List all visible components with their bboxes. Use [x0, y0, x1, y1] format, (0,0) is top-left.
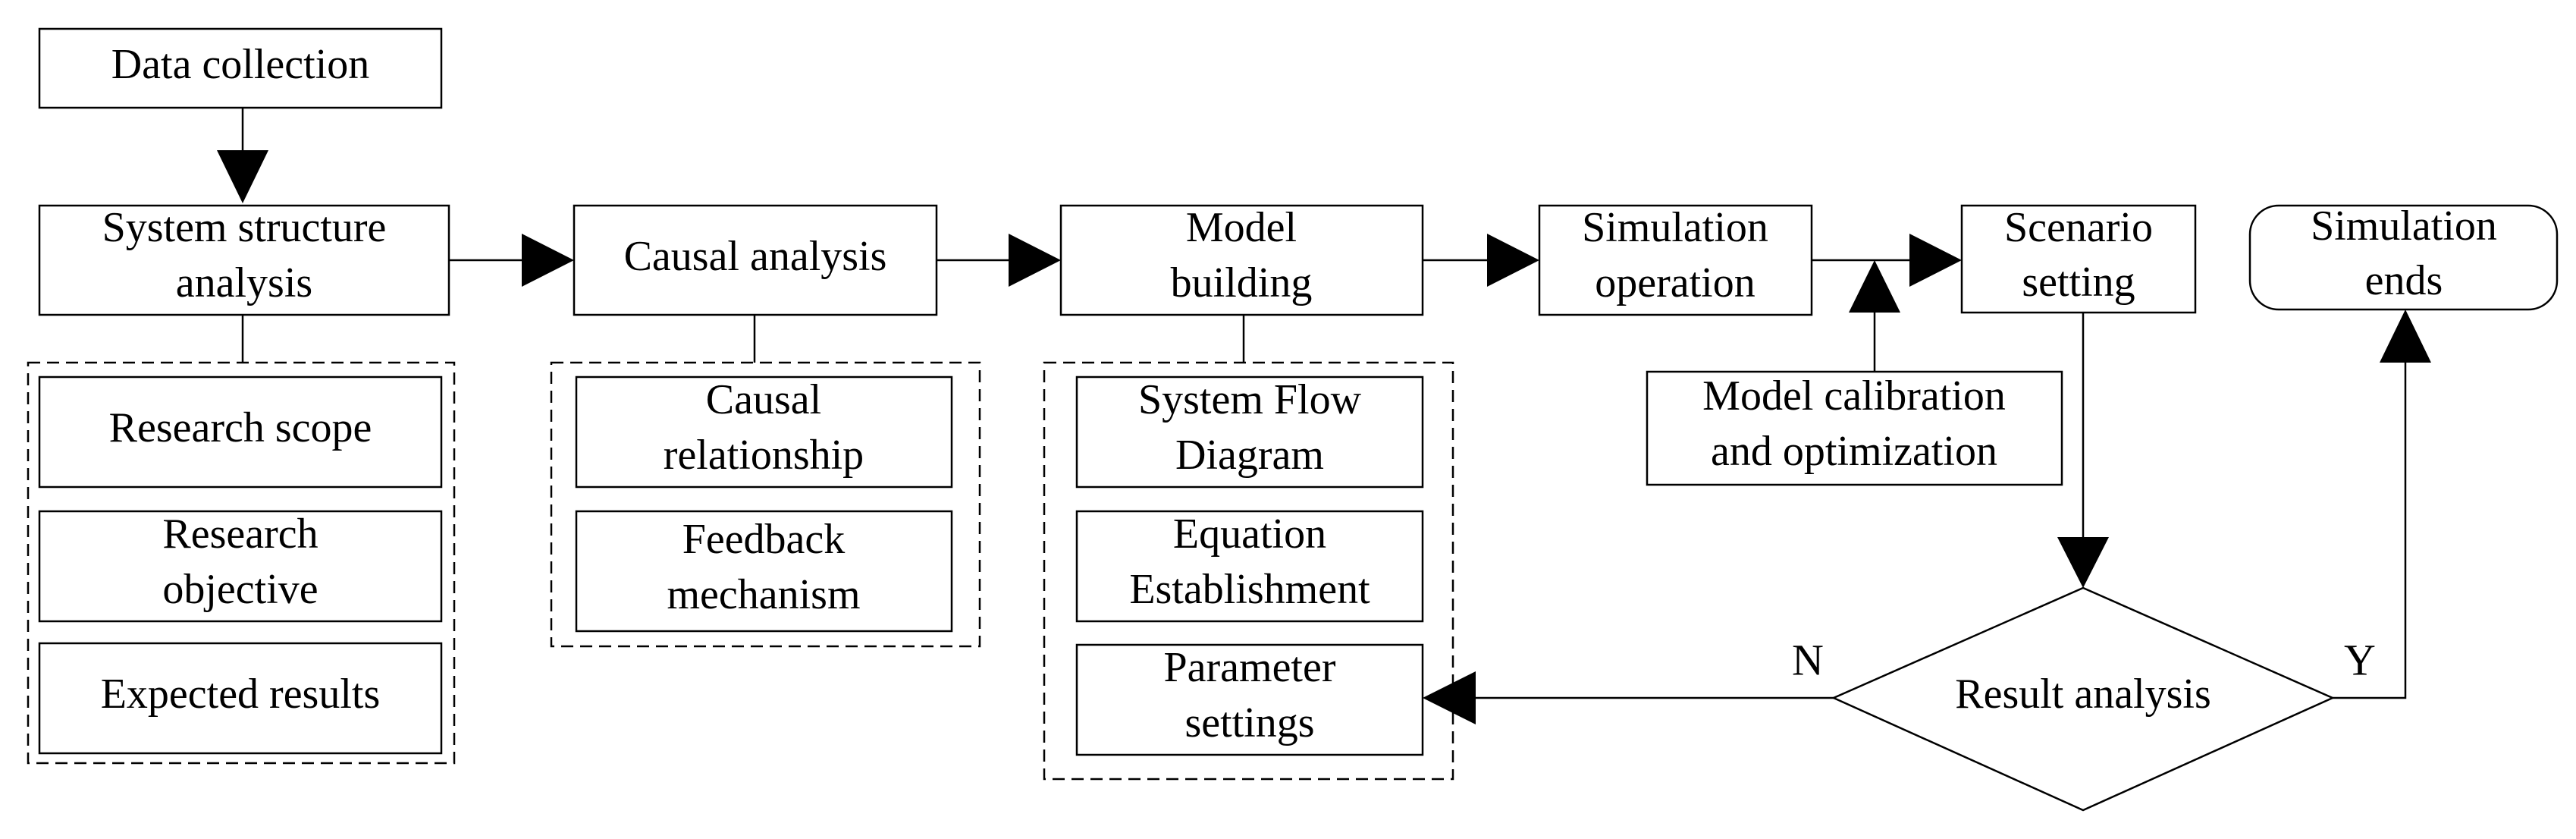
- simulation-ends-box: [2248, 204, 2559, 311]
- causal-relationship-box: [575, 376, 953, 489]
- arrowhead-left: [1423, 671, 1476, 724]
- arrowhead-right: [1487, 234, 1539, 287]
- arrowhead-down: [217, 150, 268, 203]
- arrowhead-up: [1849, 260, 1900, 313]
- system-structure-details-group: [27, 361, 456, 765]
- branch-yes-label: Y: [2344, 635, 2376, 684]
- system-flow-diagram-box: [1075, 376, 1424, 489]
- arrowhead-down: [2057, 537, 2109, 588]
- causal-analysis-label: Causal analysis: [624, 233, 887, 280]
- connector-result-to-ends: [2333, 363, 2407, 699]
- data-collection-box: [38, 27, 443, 109]
- simulation-operation-box: [1538, 204, 1813, 316]
- expected-results-label: Expected results: [101, 671, 381, 718]
- result-analysis-diamond: [1831, 586, 2336, 812]
- feedback-mechanism-box: [575, 510, 953, 633]
- data-collection-label: Data collection: [111, 41, 370, 88]
- system-structure-analysis-box: [38, 204, 450, 316]
- expected-results-box: [38, 642, 443, 755]
- scenario-setting-box: [1960, 204, 2197, 314]
- parameter-settings-box: [1075, 643, 1424, 756]
- arrowhead-right: [1909, 234, 1962, 287]
- research-objective-box: [38, 510, 443, 623]
- research-scope-label: Research scope: [109, 404, 372, 451]
- branch-no-label: N: [1792, 635, 1824, 684]
- model-building-details-group: [1043, 361, 1454, 781]
- arrowhead-right: [522, 234, 574, 287]
- causal-analysis-details-group: [550, 361, 981, 648]
- research-scope-box: [38, 376, 443, 489]
- model-calibration-box: [1646, 370, 2063, 486]
- arrowhead-right: [1009, 234, 1061, 287]
- arrowhead-up: [2380, 310, 2431, 363]
- model-building-box: [1059, 204, 1424, 316]
- causal-analysis-box: [573, 204, 938, 316]
- result-analysis-label: Result analysis: [1955, 671, 2211, 718]
- equation-establishment-box: [1075, 510, 1424, 623]
